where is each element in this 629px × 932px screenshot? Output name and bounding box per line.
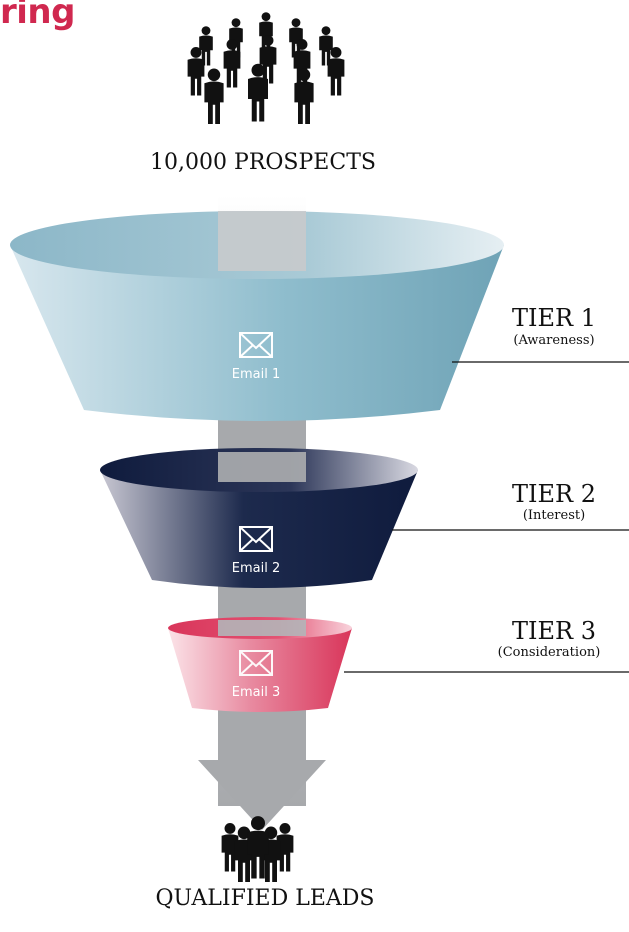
tier-1-funnel: Email 1 <box>10 211 504 421</box>
email-3-label: Email 3 <box>232 685 280 700</box>
tier-3-funnel: Email 3 <box>168 617 352 712</box>
tier-2-subtitle: (Interest) <box>522 508 586 523</box>
crowd-icon <box>187 12 345 124</box>
email-1-label: Email 1 <box>232 367 280 382</box>
prospects-label: 10,000 PROSPECTS <box>150 150 376 175</box>
tier-2-funnel: Email 2 <box>100 448 418 588</box>
qualified-leads-label: QUALIFIED LEADS <box>155 886 375 911</box>
tier-1-title: TIER 1 <box>512 304 596 332</box>
tier-1-subtitle: (Awareness) <box>513 333 595 348</box>
email-2-label: Email 2 <box>232 561 280 576</box>
tier-3-title: TIER 3 <box>512 617 596 645</box>
page-heading-fragment: ring <box>0 0 75 32</box>
group-icon <box>221 816 294 882</box>
tier-3-subtitle: (Consideration) <box>497 645 601 660</box>
tier-2-title: TIER 2 <box>512 480 596 508</box>
